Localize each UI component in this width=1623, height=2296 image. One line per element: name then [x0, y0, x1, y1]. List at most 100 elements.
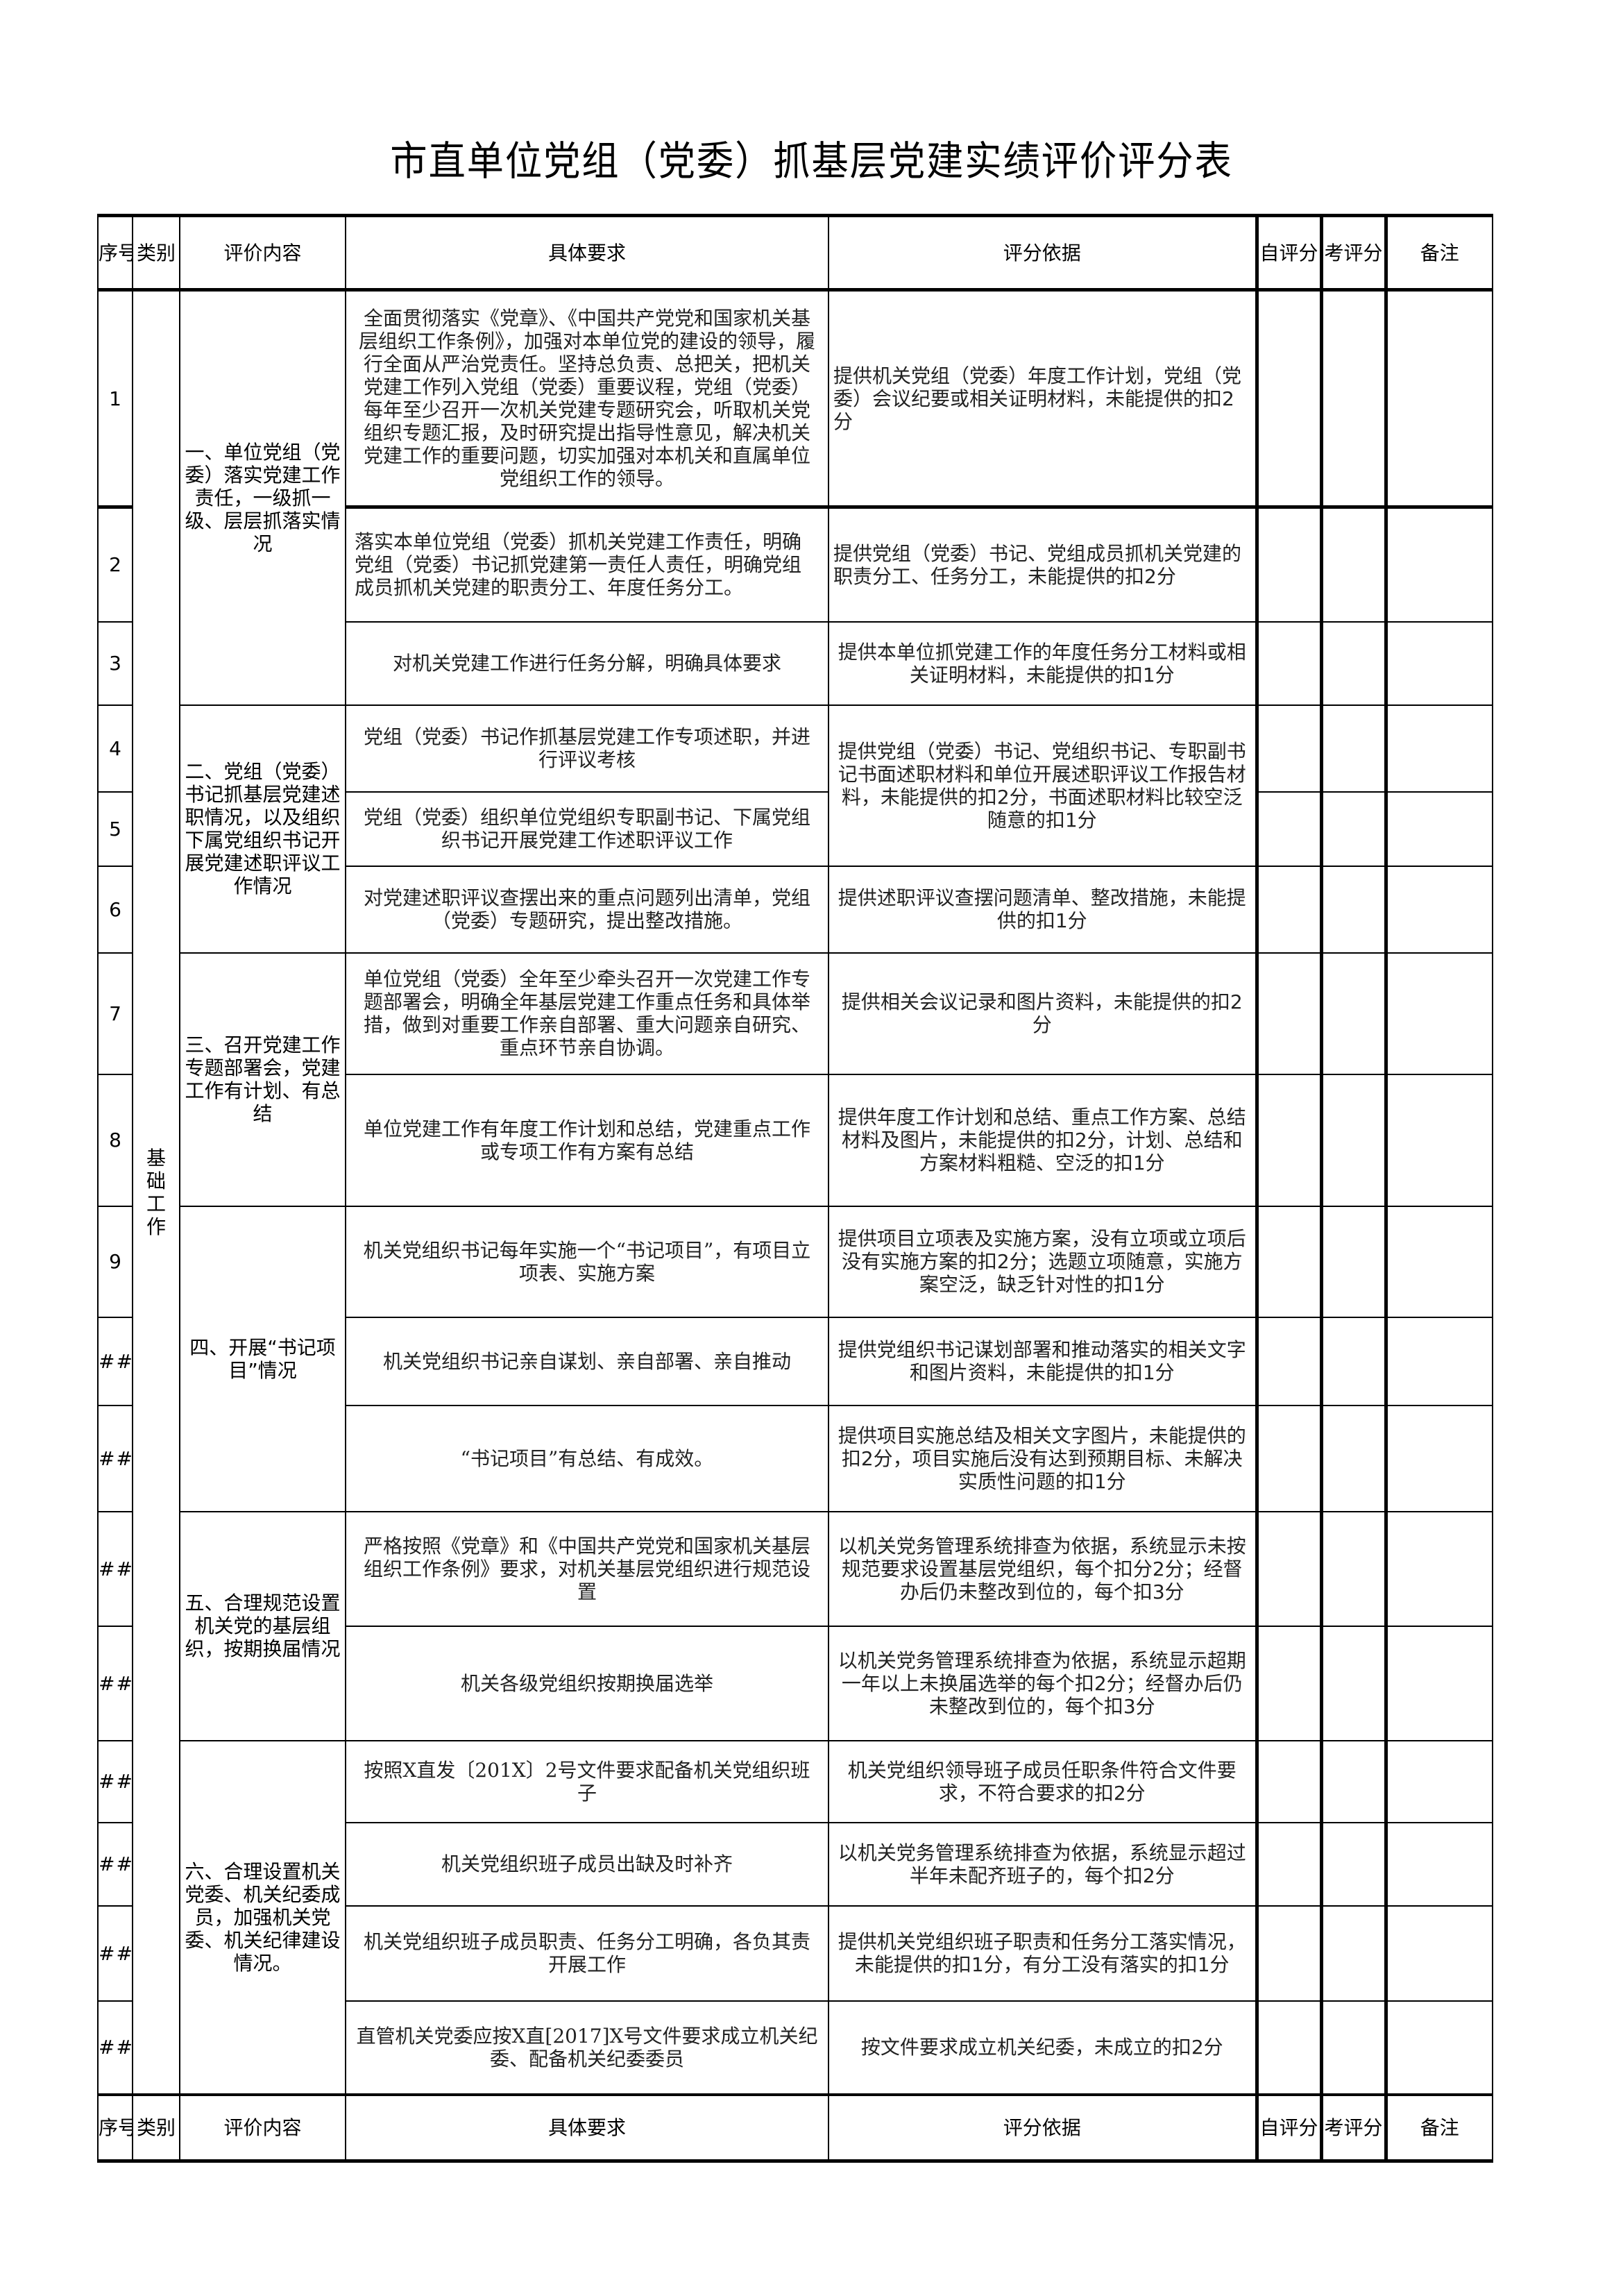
requirement-cell: 党组（党委）组织单位党组织专职副书记、下属党组织书记开展党建工作述职评议工作 [345, 791, 829, 867]
note-input[interactable] [1384, 1205, 1493, 1318]
requirement-cell: 单位党组（党委）全年至少牵头召开一次党建工作专题部署会，明确全年基层党建工作重点… [345, 952, 829, 1075]
note-input[interactable] [1384, 865, 1493, 954]
self-score-input[interactable] [1256, 865, 1322, 954]
exam-score-input[interactable] [1319, 1316, 1386, 1406]
note-input[interactable] [1384, 289, 1493, 508]
footer-header-self-score: 自评分 [1256, 2093, 1322, 2163]
exam-score-input[interactable] [1319, 865, 1386, 954]
self-score-input[interactable] [1256, 952, 1322, 1075]
section-content: 一、单位党组（党委）落实党建工作责任，一级抓一级、层层抓落实情况 [179, 289, 346, 706]
self-score-input[interactable] [1256, 1404, 1322, 1512]
self-score-input[interactable] [1256, 289, 1322, 508]
basis-cell: 提供党组织书记谋划部署和推动落实的相关文字和图片资料，未能提供的扣1分 [828, 1316, 1259, 1406]
exam-score-input[interactable] [1319, 952, 1386, 1075]
self-score-input[interactable] [1256, 1625, 1322, 1741]
table-row: ### “书记项目”有总结、有成效。 提供项目实施总结及相关文字图片，未能提供的… [97, 1404, 1493, 1512]
header-content: 评价内容 [179, 214, 346, 292]
row-seq: 3 [97, 621, 133, 706]
note-input[interactable] [1384, 2000, 1493, 2095]
self-score-input[interactable] [1256, 1739, 1322, 1823]
requirement-cell: 按照X直发〔201X〕2号文件要求配备机关党组织班子 [345, 1739, 829, 1823]
requirement-cell: 机关党组织书记亲自谋划、亲自部署、亲自推动 [345, 1316, 829, 1406]
exam-score-input[interactable] [1319, 2000, 1386, 2095]
row-seq: ### [97, 1510, 133, 1627]
header-requirement: 具体要求 [345, 214, 829, 292]
exam-score-input[interactable] [1319, 1625, 1386, 1741]
note-input[interactable] [1384, 791, 1493, 867]
footer-header-requirement: 具体要求 [345, 2093, 829, 2163]
basis-cell: 以机关党务管理系统排查为依据，系统显示未按规范要求设置基层党组织，每个扣分2分；… [828, 1510, 1259, 1627]
note-input[interactable] [1384, 1905, 1493, 2002]
exam-score-input[interactable] [1319, 704, 1386, 793]
requirement-cell: 机关党组织班子成员出缺及时补齐 [345, 1821, 829, 1907]
requirement-cell: 党组（党委）书记作抓基层党建工作专项述职，并进行评议考核 [345, 704, 829, 793]
basis-cell: 提供项目实施总结及相关文字图片，未能提供的扣2分，项目实施后没有达到预期目标、未… [828, 1404, 1259, 1512]
section-content: 四、开展“书记项目”情况 [179, 1205, 346, 1512]
footer-header-content: 评价内容 [179, 2093, 346, 2163]
exam-score-input[interactable] [1319, 791, 1386, 867]
self-score-input[interactable] [1256, 506, 1322, 623]
header-note: 备注 [1384, 214, 1493, 292]
section-content: 六、合理设置机关党委、机关纪委成员，加强机关党委、机关纪律建设情况。 [179, 1739, 346, 2095]
self-score-input[interactable] [1256, 1205, 1322, 1318]
self-score-input[interactable] [1256, 621, 1322, 706]
self-score-input[interactable] [1256, 1905, 1322, 2002]
scoring-table: 序号 类别 评价内容 具体要求 评分依据 自评分 考评分 备注 1 基 础 工 … [97, 214, 1493, 2163]
note-input[interactable] [1384, 704, 1493, 793]
table-row: ### 直管机关党委应按X直[2017]X号文件要求成立机关纪委、配备机关纪委委… [97, 2000, 1493, 2095]
self-score-input[interactable] [1256, 704, 1322, 793]
note-input[interactable] [1384, 1073, 1493, 1207]
section-content: 二、党组（党委）书记抓基层党建述职情况，以及组织下属党组织书记开展党建述职评议工… [179, 704, 346, 954]
exam-score-input[interactable] [1319, 289, 1386, 508]
exam-score-input[interactable] [1319, 1205, 1386, 1318]
exam-score-input[interactable] [1319, 621, 1386, 706]
row-seq: ### [97, 2000, 133, 2095]
category-char: 础 [146, 1169, 166, 1192]
note-input[interactable] [1384, 1404, 1493, 1512]
basis-cell: 提供项目立项表及实施方案，没有立项或立项后没有实施方案的扣2分；选题立项随意，实… [828, 1205, 1259, 1318]
header-category: 类别 [132, 214, 180, 292]
basis-cell: 机关党组织领导班子成员任职条件符合文件要求，不符合要求的扣2分 [828, 1739, 1259, 1823]
self-score-input[interactable] [1256, 1316, 1322, 1406]
exam-score-input[interactable] [1319, 1073, 1386, 1207]
self-score-input[interactable] [1256, 2000, 1322, 2095]
note-input[interactable] [1384, 1316, 1493, 1406]
footer-header-basis: 评分依据 [828, 2093, 1259, 2163]
note-input[interactable] [1384, 1625, 1493, 1741]
category-char: 基 [146, 1146, 166, 1170]
row-seq: 1 [97, 289, 133, 508]
note-input[interactable] [1384, 952, 1493, 1075]
table-row: ### 机关党组织书记亲自谋划、亲自部署、亲自推动 提供党组织书记谋划部署和推动… [97, 1316, 1493, 1406]
table-row: ### 机关党组织班子成员职责、任务分工明确，各负其责开展工作 提供机关党组织班… [97, 1905, 1493, 2002]
exam-score-input[interactable] [1319, 1821, 1386, 1907]
note-input[interactable] [1384, 506, 1493, 623]
note-input[interactable] [1384, 621, 1493, 706]
category-char: 工 [146, 1192, 166, 1215]
row-seq: ### [97, 1821, 133, 1907]
category-char: 作 [146, 1215, 166, 1238]
basis-cell: 以机关党务管理系统排查为依据，系统显示超期一年以上未换届选举的每个扣2分；经督办… [828, 1625, 1259, 1741]
self-score-input[interactable] [1256, 1510, 1322, 1627]
exam-score-input[interactable] [1319, 1404, 1386, 1512]
table-row: 9 四、开展“书记项目”情况 机关党组织书记每年实施一个“书记项目”，有项目立项… [97, 1205, 1493, 1512]
row-seq: ### [97, 1316, 133, 1406]
basis-cell: 提供机关党组织班子职责和任务分工落实情况，未能提供的扣1分，有分工没有落实的扣1… [828, 1905, 1259, 2002]
exam-score-input[interactable] [1319, 1510, 1386, 1627]
row-seq: 5 [97, 791, 133, 867]
row-seq: 6 [97, 865, 133, 954]
basis-cell: 按文件要求成立机关纪委，未成立的扣2分 [828, 2000, 1259, 2095]
self-score-input[interactable] [1256, 791, 1322, 867]
exam-score-input[interactable] [1319, 1905, 1386, 2002]
section-content: 三、召开党建工作专题部署会，党建工作有计划、有总结 [179, 952, 346, 1207]
basis-cell: 提供述职评议查摆问题清单、整改措施，未能提供的扣1分 [828, 865, 1259, 954]
note-input[interactable] [1384, 1821, 1493, 1907]
exam-score-input[interactable] [1319, 506, 1386, 623]
basis-cell: 以机关党务管理系统排查为依据，系统显示超过半年未配齐班子的，每个扣2分 [828, 1821, 1259, 1907]
header-exam-score: 考评分 [1319, 214, 1386, 292]
note-input[interactable] [1384, 1739, 1493, 1823]
exam-score-input[interactable] [1319, 1739, 1386, 1823]
note-input[interactable] [1384, 1510, 1493, 1627]
self-score-input[interactable] [1256, 1821, 1322, 1907]
table-row: ### 机关党组织班子成员出缺及时补齐 以机关党务管理系统排查为依据，系统显示超… [97, 1821, 1493, 1907]
self-score-input[interactable] [1256, 1073, 1322, 1207]
